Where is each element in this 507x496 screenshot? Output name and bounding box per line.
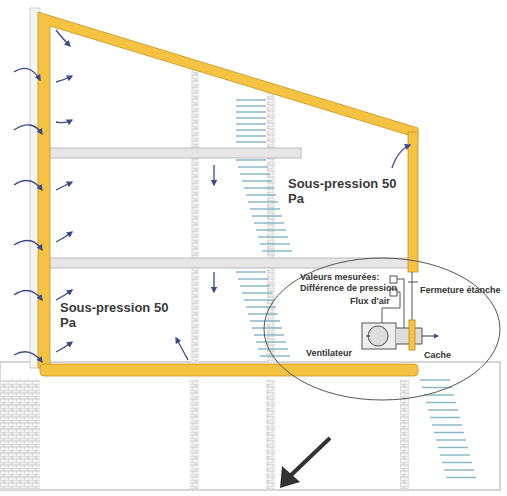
callout-text: Différence de pression: [300, 283, 397, 293]
pointer-arrowhead: [280, 466, 300, 488]
pointer-arrow: [288, 438, 330, 478]
callout-text: Fermeture étanche: [420, 285, 501, 295]
basement: [0, 362, 500, 490]
airtight-envelope: [38, 12, 418, 376]
pressure-label: Sous-pression 50 Pa: [288, 176, 408, 206]
callout-text: Valeurs mesurées:: [300, 272, 380, 282]
callout-outline: [262, 256, 502, 402]
pressure-label: Sous-pression 50 Pa: [60, 300, 180, 330]
callout-text: Cache: [424, 350, 451, 360]
floor-slabs: [46, 148, 411, 268]
callout-text: Flux d'air: [350, 296, 390, 306]
callout-ellipse: Valeurs mesurées:Différence de pressionF…: [262, 256, 502, 402]
airflow-arrows: [14, 30, 410, 362]
callout-text: Ventilateur: [306, 348, 352, 358]
